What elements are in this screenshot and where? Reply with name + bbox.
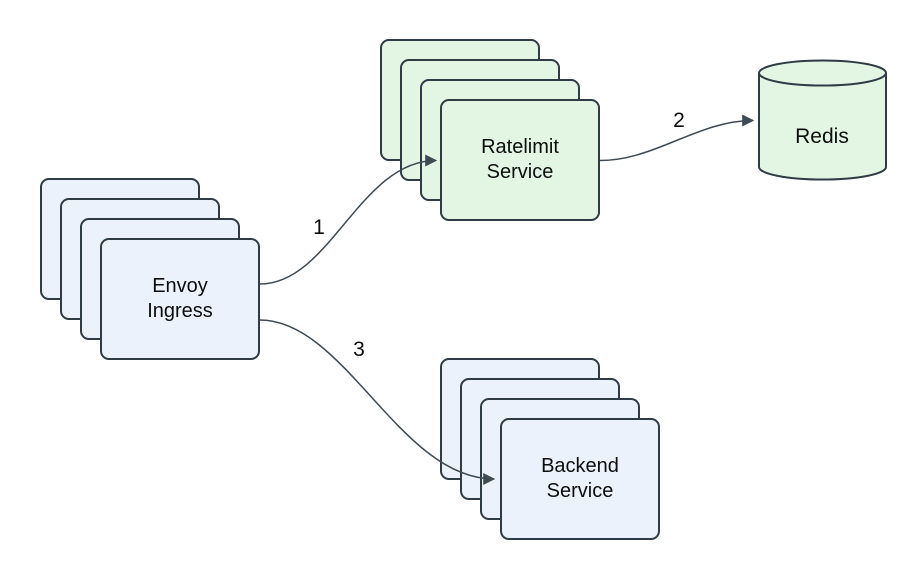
node-redis-cylinder: Redis (758, 59, 887, 181)
node-envoy-ingress: Envoy Ingress (100, 238, 260, 360)
cylinder-body (758, 59, 887, 181)
cylinder-rim (758, 72, 887, 87)
edge-label-2: 2 (671, 109, 687, 133)
node-label: Ratelimit Service (481, 136, 559, 183)
node-label: Redis (795, 125, 849, 148)
node-backend-service: Backend Service (500, 418, 660, 540)
node-ratelimit-service: Ratelimit Service (440, 99, 600, 221)
node-label: Backend Service (541, 455, 619, 502)
edge-label-3: 3 (351, 338, 367, 362)
node-label: Envoy Ingress (147, 275, 213, 322)
edge-label-1: 1 (311, 216, 327, 240)
